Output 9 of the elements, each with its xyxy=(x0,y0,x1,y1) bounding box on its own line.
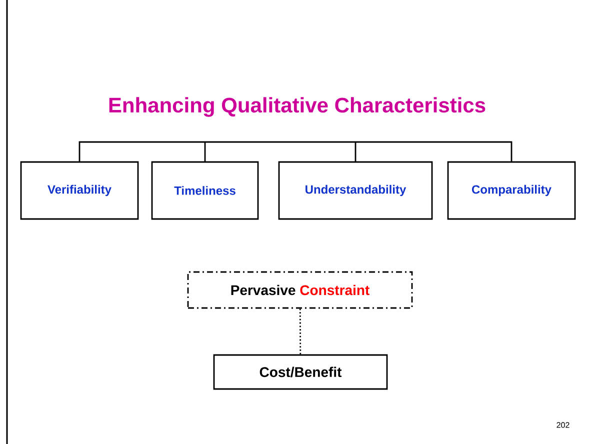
category-box: Comparability xyxy=(447,161,576,220)
category-box: Understandability xyxy=(278,161,433,220)
connector-line xyxy=(299,308,302,354)
title: Enhancing Qualitative Characteristics xyxy=(109,97,486,117)
constraint-box: Pervasive Constraint xyxy=(187,271,413,309)
category-box: Verifiability xyxy=(20,161,139,220)
page-number: 202 xyxy=(556,422,570,428)
category-box: Timeliness xyxy=(151,161,259,220)
process-box: Cost/Benefit xyxy=(213,354,388,390)
